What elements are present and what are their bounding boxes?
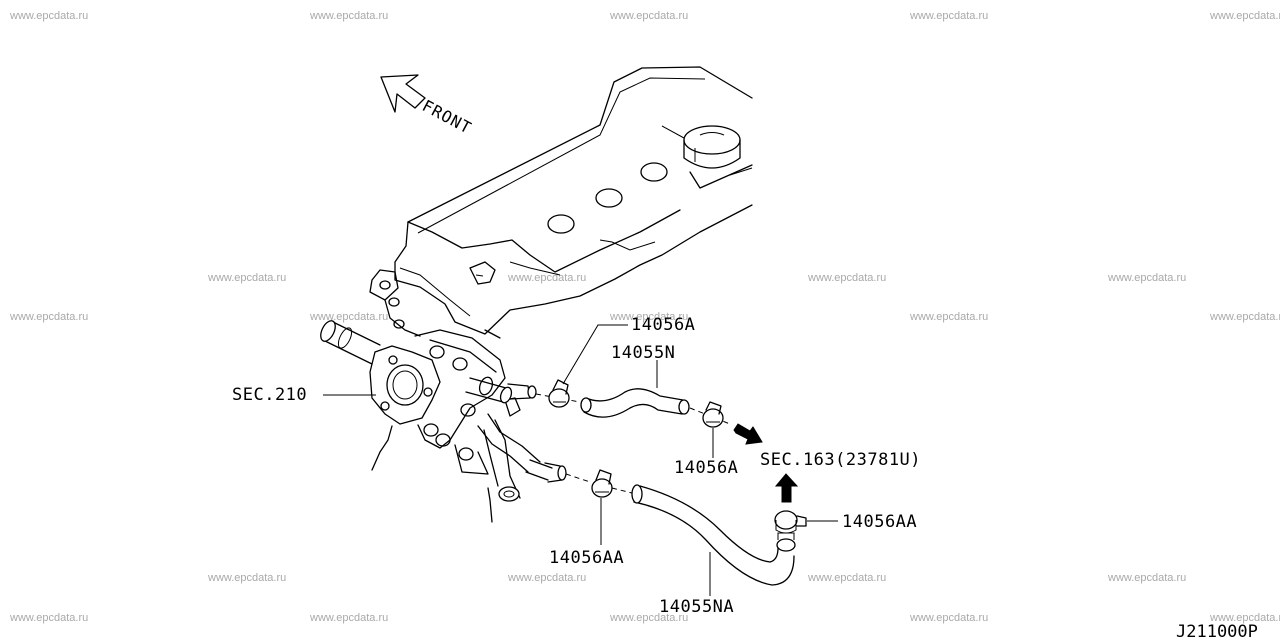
direction-arrow-right-icon — [733, 423, 763, 445]
watermark: www.epcdata.ru — [10, 311, 89, 323]
watermark: www.epcdata.ru — [208, 572, 287, 584]
illustration-code: J211000P — [1176, 622, 1258, 642]
hose-clamp-upper-left — [548, 379, 570, 408]
watermark: www.epcdata.ru — [1210, 311, 1280, 323]
watermark: www.epcdata.ru — [808, 272, 887, 284]
hose-clamp-lower-right — [774, 510, 807, 534]
rocker-cover — [394, 66, 753, 339]
water-outlet-housing — [320, 320, 567, 502]
watermark: www.epcdata.ru — [508, 572, 587, 584]
hose-clamp-lower-left — [591, 469, 613, 498]
watermark: www.epcdata.ru — [1108, 272, 1187, 284]
part-14055na: 14055NA — [659, 597, 735, 617]
watermark: www.epcdata.ru — [610, 10, 689, 22]
watermark: www.epcdata.ru — [610, 311, 689, 323]
watermark: www.epcdata.ru — [910, 612, 989, 624]
sec-210-reference: SEC.210 — [232, 385, 308, 405]
watermark: www.epcdata.ru — [910, 10, 989, 22]
watermark: www.epcdata.ru — [1210, 10, 1280, 22]
watermark: www.epcdata.ru — [808, 572, 887, 584]
watermark: www.epcdata.ru — [310, 10, 389, 22]
leader-lines — [323, 324, 838, 596]
watermark: www.epcdata.ru — [508, 272, 587, 284]
engine-block — [369, 269, 493, 523]
watermark: www.epcdata.ru — [310, 311, 389, 323]
part-14056aa-left: 14056AA — [549, 548, 625, 568]
front-arrow-icon — [380, 74, 426, 113]
watermark: www.epcdata.ru — [1108, 572, 1187, 584]
sec-163-reference: SEC.163(23781U) — [760, 450, 922, 470]
watermark: www.epcdata.ru — [10, 612, 89, 624]
watermark: www.epcdata.ru — [610, 612, 689, 624]
hose-clamp-upper-right — [702, 401, 724, 428]
watermark: www.epcdata.ru — [10, 10, 89, 22]
direction-arrow-up-icon — [774, 473, 799, 503]
part-14056a-upper: 14056A — [631, 315, 696, 335]
watermark: www.epcdata.ru — [208, 272, 287, 284]
part-14056a-lower: 14056A — [674, 458, 739, 478]
lower-coolant-hose — [565, 473, 796, 586]
watermark: www.epcdata.ru — [910, 311, 989, 323]
part-14055n: 14055N — [611, 343, 676, 363]
watermark: www.epcdata.ru — [310, 612, 389, 624]
watermark: www.epcdata.ru — [1210, 612, 1280, 624]
part-14056aa-right: 14056AA — [842, 512, 918, 532]
